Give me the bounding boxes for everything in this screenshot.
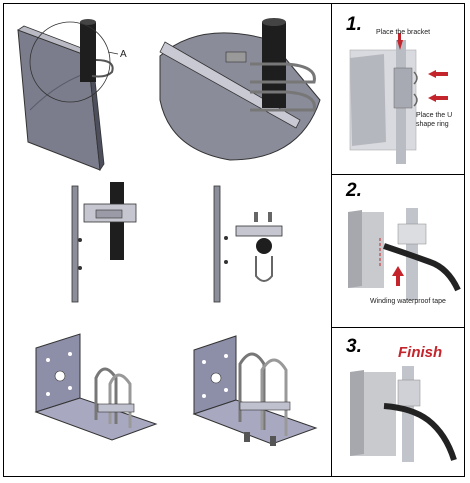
step-2-label-tape: Winding waterproof tape — [370, 298, 446, 305]
step-2-photo — [348, 208, 461, 300]
side-view-exploded — [213, 185, 283, 303]
step-3-photo — [350, 366, 457, 462]
step-divider-2 — [331, 327, 465, 328]
step-1-label-u: Place the U — [416, 112, 453, 119]
step-1-label-bracket: Place the bracket — [376, 29, 431, 36]
step-3-number: 3. — [346, 336, 362, 357]
column-divider — [331, 3, 332, 477]
finish-label: Finish — [398, 344, 443, 361]
step-divider-1 — [331, 174, 465, 175]
outer-frame — [3, 3, 465, 477]
step-2-number: 2. — [346, 180, 362, 201]
step-1-label-ring: shape ring — [416, 121, 449, 128]
step-1-number: 1. — [346, 14, 362, 35]
callout-a-label: A — [120, 49, 127, 60]
bracket-ubolt-drawing-2 — [192, 335, 318, 446]
side-view-assembled — [71, 182, 137, 303]
bracket-ubolt-drawing-1 — [34, 333, 158, 441]
zoom-detail-drawing — [159, 18, 321, 161]
step-1-photo — [349, 33, 448, 164]
antenna-overview-drawing — [17, 19, 119, 172]
